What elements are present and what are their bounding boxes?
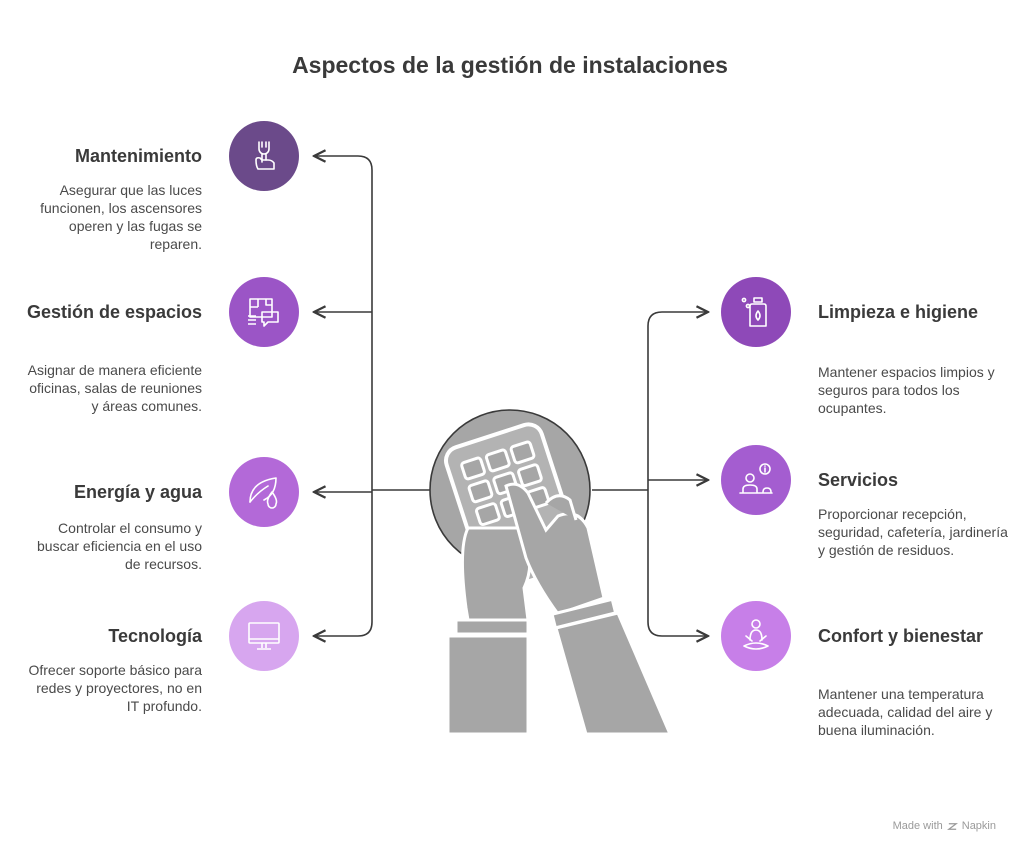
footer-credit: Made with Napkin bbox=[893, 820, 996, 832]
services-heading: Servicios bbox=[818, 470, 899, 490]
energy-water-desc: Controlar el consumo y buscar eficiencia… bbox=[37, 520, 202, 572]
comfort-desc: Mantener una temperatura adecuada, calid… bbox=[818, 686, 993, 738]
wrench-hand-icon bbox=[255, 141, 275, 170]
maintenance-heading: Mantenimiento bbox=[74, 146, 202, 166]
maintenance-desc: Asegurar que las luces funcionen, los as… bbox=[40, 182, 202, 252]
napkin-logo-icon bbox=[946, 822, 958, 830]
floor-plan-icon bbox=[248, 298, 279, 327]
hand-keypad-icon bbox=[429, 409, 673, 736]
cleaning-node bbox=[721, 277, 791, 347]
space-management-desc: Asignar de manera eficiente oficinas, sa… bbox=[27, 362, 202, 414]
leaf-drop-icon bbox=[249, 477, 278, 509]
comfort-heading: Confort y bienestar bbox=[818, 626, 984, 646]
services-node bbox=[721, 445, 791, 515]
technology-desc: Ofrecer soporte básico para redes y proy… bbox=[28, 662, 202, 714]
comfort-node bbox=[721, 601, 791, 671]
footer-brand: Napkin bbox=[961, 820, 996, 832]
maintenance-node bbox=[229, 121, 299, 191]
services-desc: Proporcionar recepción, seguridad, cafet… bbox=[818, 506, 1008, 558]
energy-water-node bbox=[229, 457, 299, 527]
cleaning-bottle-icon bbox=[741, 297, 767, 327]
technology-heading: Tecnología bbox=[108, 626, 202, 646]
reception-icon bbox=[739, 463, 773, 494]
space-management-heading: Gestión de espacios bbox=[26, 302, 202, 322]
technology-node bbox=[229, 601, 299, 671]
cleaning-heading: Limpieza e higiene bbox=[818, 302, 979, 322]
monitor-icon bbox=[248, 622, 280, 650]
meditation-icon bbox=[743, 619, 769, 650]
footer-prefix: Made with bbox=[892, 820, 943, 832]
energy-water-heading: Energía y agua bbox=[73, 482, 202, 502]
cleaning-desc: Mantener espacios limpios y seguros para… bbox=[818, 364, 995, 416]
diagram-title: Aspectos de la gestión de instalaciones bbox=[292, 52, 728, 78]
space-management-node bbox=[229, 277, 299, 347]
